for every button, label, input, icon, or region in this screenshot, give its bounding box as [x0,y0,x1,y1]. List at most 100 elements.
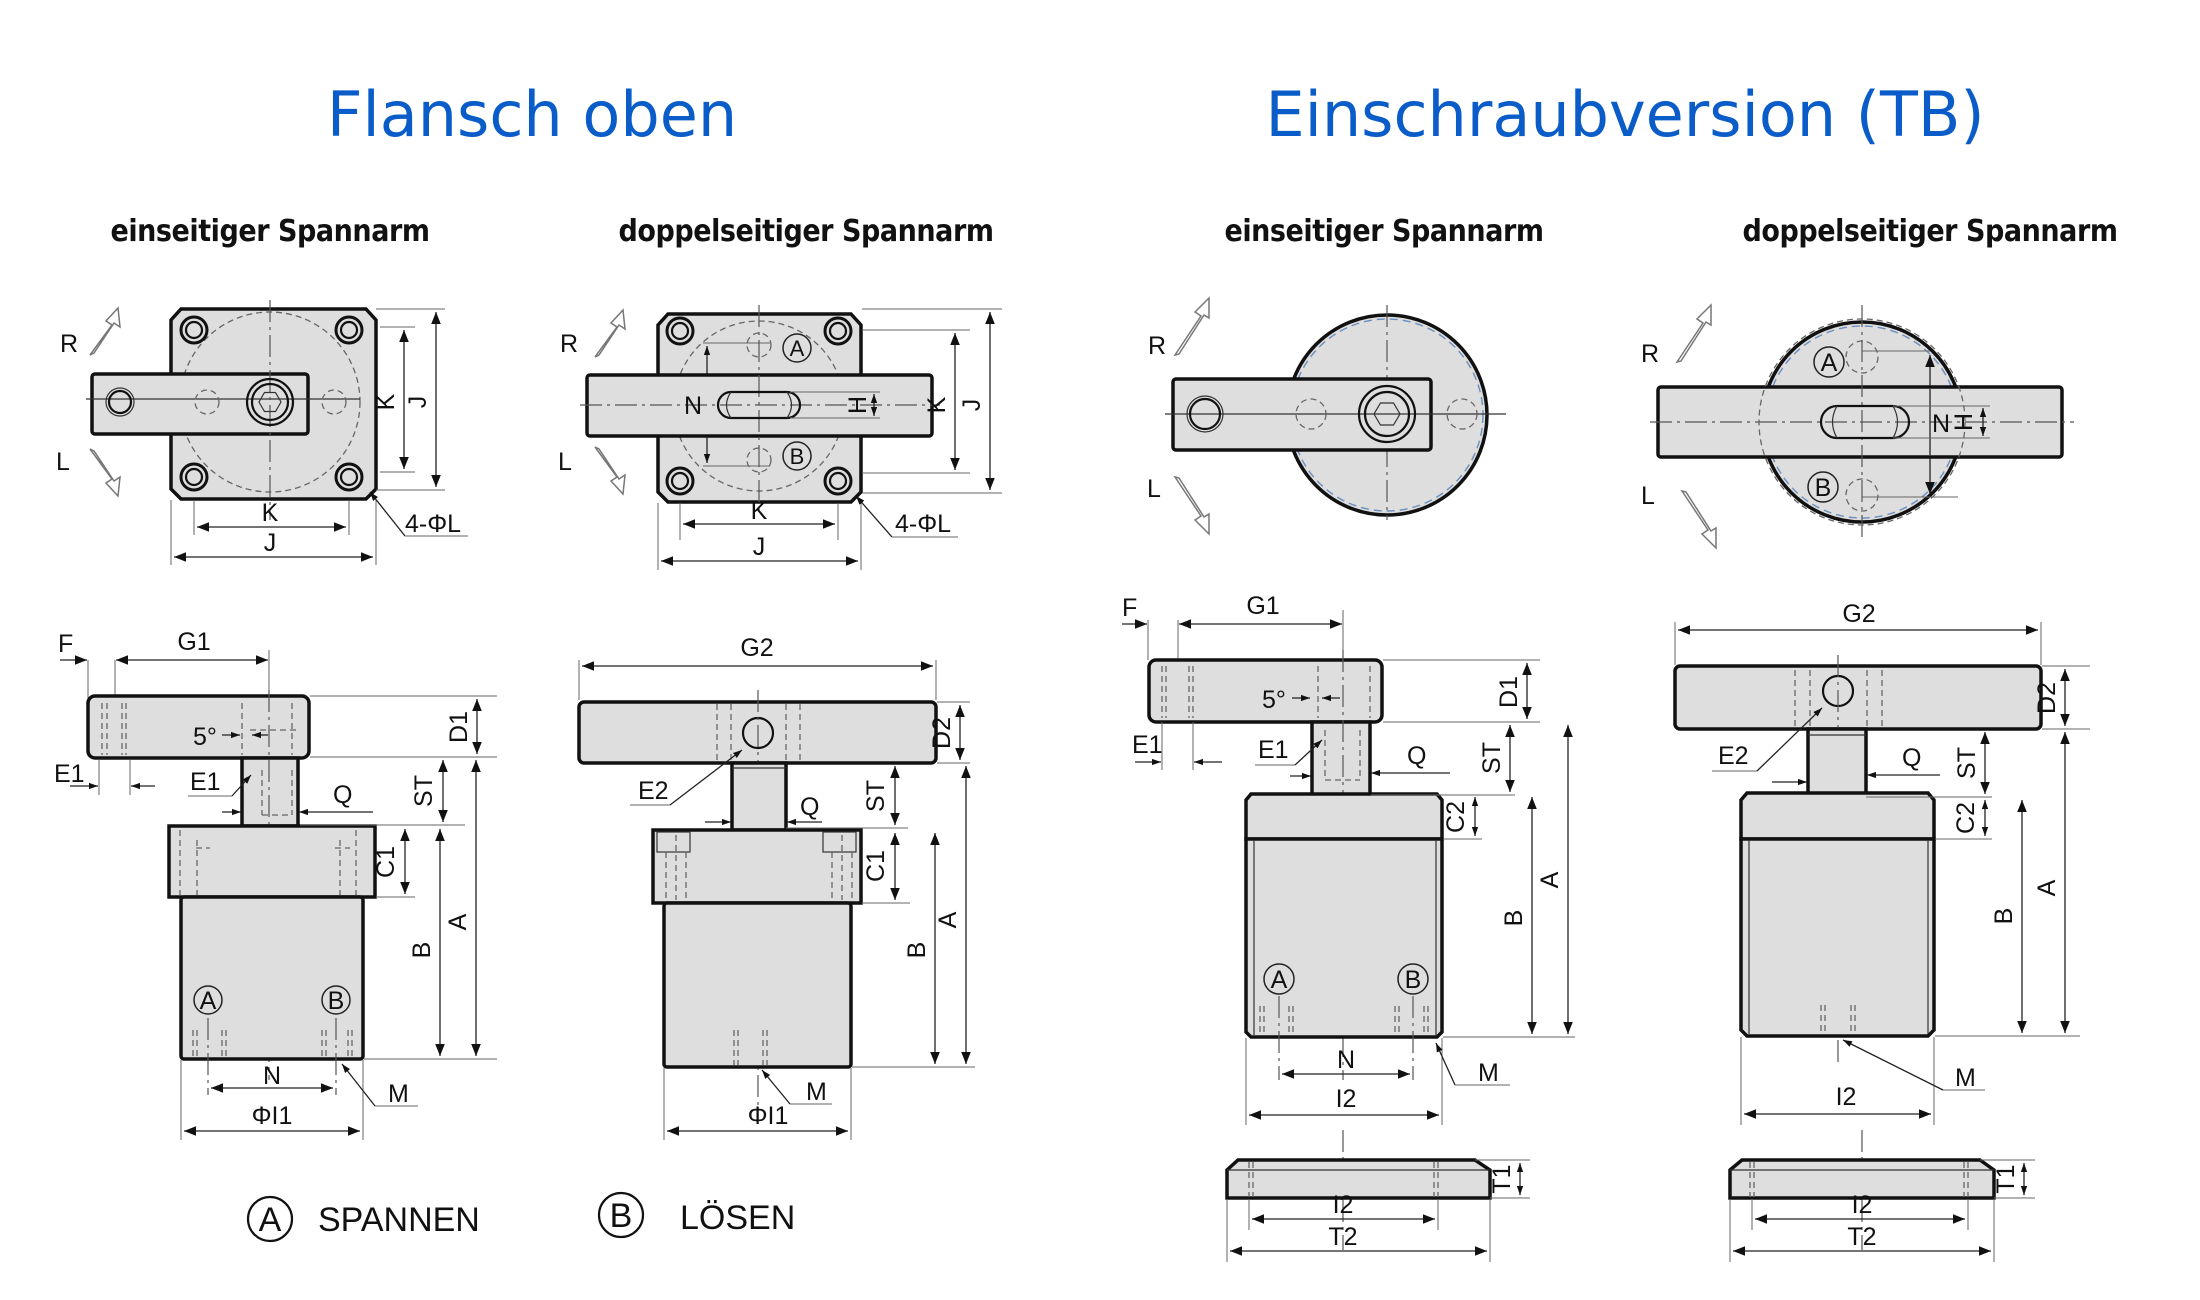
dim-label-E1: E1 [54,760,85,788]
label-R: R [1641,340,1659,368]
dim-label-M: M [1955,1064,1976,1092]
dim-label-I2: I2 [1836,1083,1857,1111]
cylinder-body [662,901,853,1069]
dim-label-Q: Q [1407,742,1426,770]
mount-bolt-icon [665,316,853,496]
dim-label-E2: E2 [638,777,669,805]
dim-label-J: J [404,396,432,409]
side-view-flange-single: F G1 5° E1 E1 Q A B [54,628,497,1140]
dim-label-E2: E2 [1718,742,1749,770]
legend-symbol-B: B [610,1197,633,1235]
dim-label-Q: Q [1902,744,1921,772]
rotation-arrow-left-icon [1173,475,1210,536]
dim-label-G1: G1 [177,628,210,656]
legend-symbol-A: A [259,1201,282,1239]
dim-label-I2-nut: I2 [1852,1191,1873,1219]
side-view-screw-double: G2 E2 Q D2 ST C2 B A I2 [1673,600,2090,1262]
dim-label-angle: 5° [1262,686,1286,714]
flange-ring [651,828,863,905]
port-label-A: A [790,336,805,361]
dim-label-N: N [1932,410,1950,438]
cylinder-body [1739,837,1936,1038]
mounting-nut [1225,1158,1492,1200]
label-R: R [560,330,578,358]
dim-label-N: N [263,1062,281,1090]
dim-label-ST: ST [862,780,890,812]
side-view-screw-single: F G1 5° E1 E1 Q A B D1 [1122,592,1575,1262]
dim-label-holes: 4-ΦL [895,510,951,538]
dim-label-J-horizontal: J [264,529,277,557]
top-view-flange-double: R L A B N H [558,305,1002,570]
dim-label-K: K [372,393,400,410]
dim-label-I2: I2 [1336,1085,1357,1113]
legend-item-loesen: B LÖSEN [597,1191,795,1239]
clamp-arm-side [1147,658,1384,724]
dim-label-D1: D1 [1495,676,1523,708]
dim-label-C2: C2 [1952,802,1980,834]
dim-label-C2: C2 [1442,801,1470,833]
top-view-screw-single: R L [1147,296,1506,536]
label-L: L [1641,482,1655,510]
clamp-arm-side [1673,664,2043,731]
legend-label-spannen: SPANNEN [318,1201,480,1239]
dim-label-G1: G1 [1246,592,1279,620]
dim-label-G2: G2 [1842,600,1875,628]
dim-label-T2: T2 [1847,1223,1876,1251]
dim-label-F: F [58,630,73,658]
dim-label-K-horizontal: K [262,499,279,527]
mount-bolt-icon [179,315,364,492]
label-R: R [60,330,78,358]
dim-label-I2-nut: I2 [1333,1191,1354,1219]
subtitle-screw-double-arm: doppelseitiger Spannarm [1742,214,2118,249]
dim-label-B: B [903,942,931,959]
dim-label-D1: D1 [445,711,473,743]
dim-label-K-horizontal: K [751,497,768,525]
hex-socket-screw-icon [1357,384,1417,444]
rotation-arrow-right-icon [1675,303,1712,364]
piston-rod [1310,720,1372,797]
dim-label-A: A [2033,879,2061,896]
dim-label-E1-stem: E1 [190,768,221,796]
dim-label-ST: ST [1953,747,1981,779]
legend-item-spannen: A SPANNEN [246,1195,480,1243]
dim-label-B: B [1990,908,2018,925]
dim-label-N: N [684,392,702,420]
port-label-B: B [1815,474,1832,502]
piston-rod [240,756,300,828]
top-view-flange-single: R L K [56,300,468,565]
dim-label-E1-stem: E1 [1258,736,1289,764]
label-R: R [1148,332,1166,360]
dim-label-G2: G2 [740,634,773,662]
port-label-A: A [1271,966,1288,994]
label-L: L [56,448,70,476]
dim-label-D2: D2 [2033,682,2061,714]
dim-label-E1: E1 [1132,731,1163,759]
dim-label-Q: Q [333,781,352,809]
dim-label-Q: Q [800,793,819,821]
dim-label-H: H [844,396,872,414]
dim-label-ST: ST [410,775,438,807]
port-label-B: B [790,444,805,469]
dim-label-J: J [958,399,986,412]
rotation-arrow-right-icon [594,308,626,358]
label-L: L [558,448,572,476]
subtitle-screw-single-arm: einseitiger Spannarm [1224,214,1544,249]
port-label-B: B [1405,966,1422,994]
threaded-ring [1739,791,1936,841]
dim-label-A: A [1536,871,1564,888]
dim-label-PhiI1: ΦI1 [748,1102,789,1130]
title-einschraubversion: Einschraubversion (TB) [1265,78,1985,151]
rotation-arrow-left-icon [89,448,121,498]
flange-ring [167,824,377,899]
legend-label-loesen: LÖSEN [680,1199,795,1237]
rotation-arrow-right-icon [89,306,121,356]
label-L: L [1147,475,1161,503]
dim-label-holes: 4-ΦL [405,510,461,538]
threaded-ring [1244,792,1444,841]
dim-label-T1: T1 [1488,1164,1516,1193]
subtitle-flange-double-arm: doppelseitiger Spannarm [618,214,994,249]
dim-label-N: N [1337,1046,1355,1074]
piston-rod [1806,727,1868,799]
dim-label-A: A [934,911,962,928]
